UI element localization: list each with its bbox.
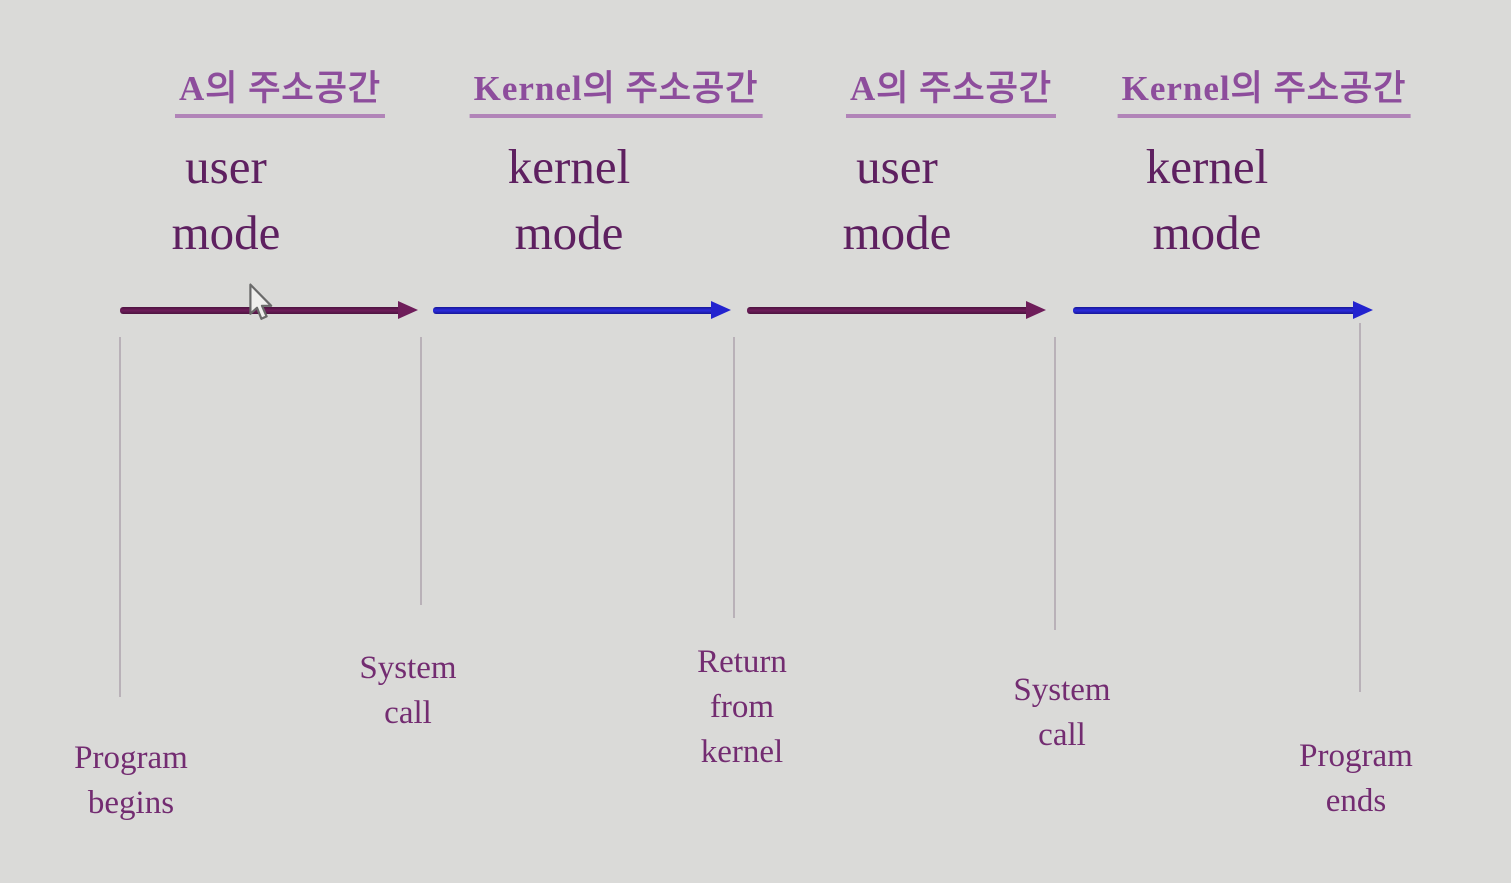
mode-label-line: mode: [171, 205, 281, 260]
event-label-line: call: [384, 695, 432, 731]
timeline-tick-program-ends: [1359, 323, 1361, 692]
event-label-line: ends: [1325, 783, 1387, 819]
mode-label-line: mode: [514, 205, 624, 260]
mode-label-kernel-1: kernel mode: [508, 134, 630, 266]
event-label-program-ends: Program ends: [1299, 734, 1413, 824]
event-label-line: call: [1038, 717, 1086, 753]
event-label-program-begins: Program begins: [74, 736, 188, 826]
arrow-head-icon: [398, 301, 418, 319]
event-label-line: Program: [1299, 738, 1413, 774]
mode-label-line: user: [185, 139, 267, 194]
timeline-tick-system-call-1: [420, 337, 422, 605]
address-space-header-text: A의 주소공간: [845, 60, 1057, 118]
mode-label-kernel-2: kernel mode: [1146, 134, 1268, 266]
timeline-tick-program-begins: [119, 337, 121, 697]
mode-label-user-1: user mode: [172, 134, 281, 266]
kernel-mode-arrow-2: [1073, 301, 1373, 319]
mode-label-line: kernel: [1145, 139, 1269, 194]
address-space-header-1: A의 주소공간: [174, 60, 386, 118]
mode-label-line: kernel: [507, 139, 631, 194]
address-space-header-text: A의 주소공간: [174, 60, 386, 118]
event-label-system-call-1: System call: [359, 646, 456, 736]
mode-label-user-2: user mode: [843, 134, 952, 266]
address-space-header-text: Kernel의 주소공간: [469, 60, 763, 118]
event-label-line: System: [1013, 672, 1111, 708]
arrow-shaft: [747, 307, 1033, 314]
event-label-line: from: [709, 689, 775, 725]
arrow-head-icon: [711, 301, 731, 319]
address-space-header-2: Kernel의 주소공간: [469, 60, 763, 118]
mode-label-line: mode: [1152, 205, 1262, 260]
mode-label-line: mode: [842, 205, 952, 260]
arrow-shaft: [433, 307, 718, 314]
event-label-line: Program: [74, 740, 188, 776]
event-label-line: kernel: [700, 734, 784, 770]
address-space-header-4: Kernel의 주소공간: [1117, 60, 1411, 118]
timeline-tick-return-from-kernel: [733, 337, 735, 618]
mode-label-line: user: [856, 139, 938, 194]
arrow-shaft: [1073, 307, 1360, 314]
event-label-line: System: [359, 650, 457, 686]
event-label-return-from-kernel: Return from kernel: [697, 640, 787, 775]
arrow-head-icon: [1353, 301, 1373, 319]
event-label-line: Return: [697, 644, 787, 680]
mouse-cursor-icon: [249, 283, 273, 320]
timeline-tick-system-call-2: [1054, 337, 1056, 630]
event-label-system-call-2: System call: [1013, 668, 1110, 758]
address-space-header-3: A의 주소공간: [845, 60, 1057, 118]
address-space-header-text: Kernel의 주소공간: [1117, 60, 1411, 118]
event-label-line: begins: [87, 785, 175, 821]
arrow-head-icon: [1026, 301, 1046, 319]
kernel-mode-arrow-1: [433, 301, 731, 319]
user-mode-arrow-2: [747, 301, 1046, 319]
